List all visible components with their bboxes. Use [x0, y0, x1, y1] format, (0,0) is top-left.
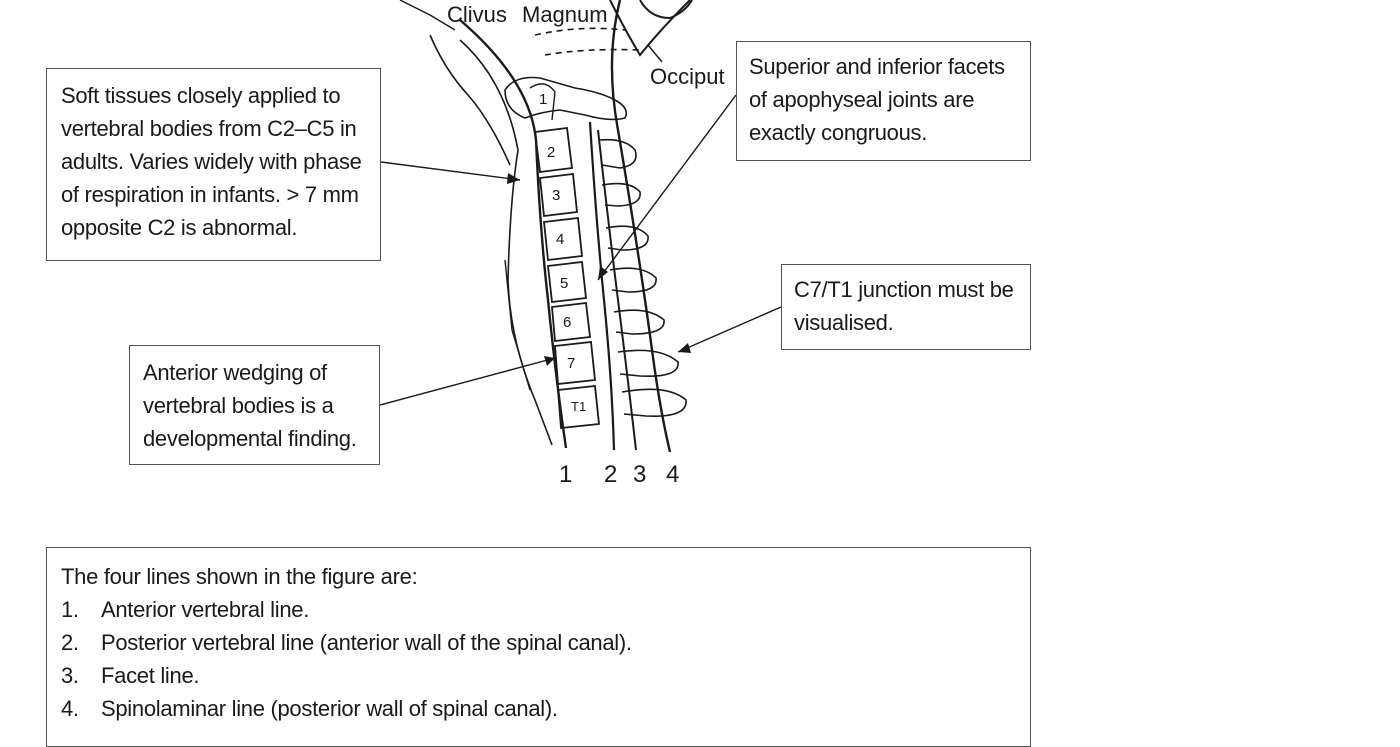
legend-item-number: 2. [61, 630, 79, 655]
callout-line: vertebral bodies from C2–C5 in [61, 116, 357, 141]
vertebra-label-c6: 6 [563, 314, 571, 331]
vertebra-label-c1: 1 [539, 91, 547, 108]
clivus-outline [429, 34, 511, 166]
vertebra-t1-body [557, 385, 600, 429]
callout-line: adults. Varies widely with phase [61, 149, 362, 174]
callout-line: visualised. [794, 310, 894, 335]
atlas-outline [504, 76, 628, 121]
legend-item: 1. Anterior vertebral line. [61, 593, 1030, 626]
legend-item-text: Anterior vertebral line. [101, 597, 310, 622]
vertebra-label-c4: 4 [556, 231, 564, 248]
foramen-magnum-dashed-2 [544, 48, 641, 56]
label-occiput: Occiput [650, 64, 725, 89]
line-number-4: 4 [666, 461, 679, 488]
legend-item: 2. Posterior vertebral line (anterior wal… [61, 626, 1030, 659]
legend-item-number: 4. [61, 696, 79, 721]
cervical-spine-figure: Clivus Magnum Occiput 1 2 3 4 5 6 7 T1 1… [46, 0, 1031, 747]
callout-line: of respiration in infants. > 7 mm [61, 182, 359, 207]
vertebra-label-c3: 3 [552, 187, 560, 204]
pharyngeal-wall-line [504, 259, 531, 391]
legend-item: 4.Spinolaminar line (posterior wall of s… [61, 692, 1030, 725]
callout-line: C7/T1 junction must be [794, 277, 1014, 302]
callout-line: Anterior wedging of [143, 360, 327, 385]
vertebral-bodies [533, 126, 600, 429]
foramen-magnum-dashed [534, 27, 626, 36]
legend-item: 3. Facet line. [61, 659, 1030, 692]
facets-pointer [597, 94, 737, 281]
legend-intro: The four lines shown in the figure are: [61, 564, 418, 589]
soft-tissue-callout: Soft tissues closely applied to vertebra… [46, 68, 381, 261]
callout-line: developmental finding. [143, 426, 357, 451]
line-number-1: 1 [559, 461, 572, 488]
vertebra-c6-body [551, 302, 591, 342]
callout-line: opposite C2 is abnormal. [61, 215, 298, 240]
vertebra-label-c7: 7 [567, 355, 575, 372]
line-2-posterior-vertebral [588, 121, 616, 451]
legend-item-text: Facet line. [101, 663, 200, 688]
soft-tissue-pointer [380, 161, 521, 181]
callout-line: Superior and inferior facets [749, 54, 1005, 79]
legend-item-number: 3. [61, 663, 79, 688]
legend-item-number: 1. [61, 597, 79, 622]
callout-pointers [379, 94, 782, 406]
line-1-anterior-vertebral [459, 19, 568, 449]
cervical-spine-diagram: Clivus Magnum Occiput 1 2 3 4 5 6 7 T1 1… [379, 0, 782, 488]
vertebra-c3-body [539, 172, 578, 218]
c7-pointer [677, 306, 782, 353]
c7-t1-callout: C7/T1 junction must be visualised. [781, 264, 1031, 350]
line-4-spinolaminar [610, 0, 672, 453]
line-3-facet [597, 129, 637, 451]
label-magnum: Magnum [522, 2, 608, 27]
label-clivus: Clivus [447, 2, 507, 27]
legend-box: The four lines shown in the figure are: … [46, 547, 1031, 747]
callout-line: exactly congruous. [749, 120, 928, 145]
vertebra-label-c5: 5 [560, 275, 568, 292]
posterior-elements [599, 138, 687, 417]
legend-item-text: Posterior vertebral line (anterior wall … [101, 630, 632, 655]
vertebra-c2-body [533, 126, 574, 174]
arrowheads [507, 173, 691, 366]
vertebra-label-c2: 2 [547, 144, 555, 161]
occiput-inner-curve [639, 0, 693, 20]
wedging-callout: Anterior wedging of vertebral bodies is … [129, 345, 380, 465]
dens-outline [529, 83, 556, 121]
line-number-3: 3 [633, 461, 646, 488]
vertebra-label-t1: T1 [571, 399, 586, 414]
line-number-2: 2 [604, 461, 617, 488]
callout-line: Soft tissues closely applied to [61, 83, 341, 108]
facets-callout: Superior and inferior facets of apophyse… [736, 41, 1031, 161]
callout-line: vertebral bodies is a [143, 393, 334, 418]
vertebra-c4-body [543, 216, 583, 262]
clivus-pointer [399, 0, 456, 31]
vertebra-c5-body [547, 261, 587, 303]
wedging-pointer [379, 357, 556, 406]
callout-line: of apophyseal joints are [749, 87, 975, 112]
occiput-pointer-line [647, 44, 663, 63]
